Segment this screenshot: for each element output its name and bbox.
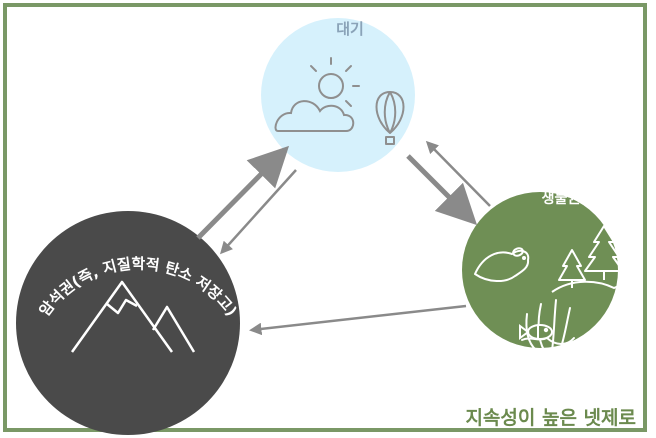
arrow-biosphere-to-lithosphere	[249, 304, 467, 336]
diagram-frame	[3, 3, 647, 432]
atmosphere-label: 대기	[336, 20, 364, 38]
biosphere-label: 생물권	[541, 191, 581, 207]
hot-air-balloon-icon	[375, 91, 405, 145]
pine-trees-icon	[551, 225, 643, 293]
coral-fish-icon	[519, 299, 575, 351]
net-zero-caption: 지속성이 높은 넷제로	[465, 407, 636, 429]
biosphere-circle	[462, 192, 618, 348]
cloud-sun-icon	[274, 57, 360, 132]
mountain-icon	[70, 280, 196, 353]
arrow-atmosphere-to-biosphere	[406, 154, 478, 226]
beaver-icon	[474, 247, 530, 282]
arrow-biosphere-to-atmosphere	[425, 140, 491, 207]
lithosphere-circle	[16, 211, 240, 435]
arrow-lithosphere-to-atmosphere	[196, 145, 290, 240]
arrow-atmosphere-to-lithosphere	[219, 169, 297, 255]
